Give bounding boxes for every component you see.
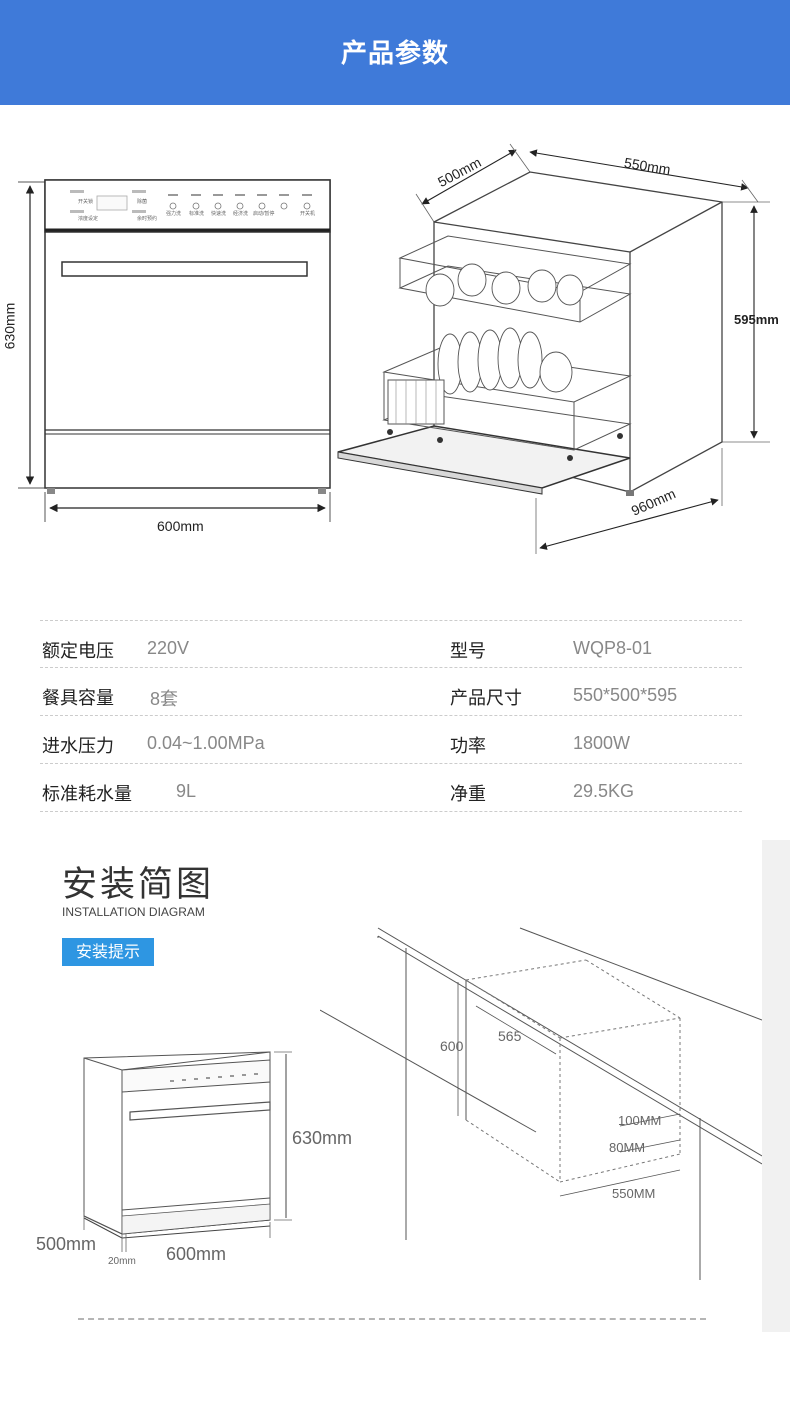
spec-value-weight: 29.5KG: [573, 781, 635, 801]
spec-label-pressure: 进水压力: [42, 736, 114, 757]
side-strip: [762, 840, 790, 1332]
panel-label-standard: 标准洗: [189, 211, 205, 217]
install-dishwasher-diagram: [83, 1051, 292, 1252]
height-right-label: 595mm: [734, 312, 779, 327]
install-gap-label: 20mm: [108, 1256, 136, 1267]
cabinet-gap-100-label: 100MM: [618, 1113, 662, 1128]
spec-table: 额定电压 220V 型号 WQP8-01 餐具容量 8套 产品尺寸 550*50…: [40, 620, 742, 812]
spec-label-model: 型号: [450, 641, 486, 662]
spec-row: 进水压力 0.04~1.00MPa 功率 1800W: [40, 716, 742, 764]
spec-value-capacity: 8套: [150, 689, 179, 709]
panel-label-quick: 快速洗: [211, 211, 227, 217]
spec-label-voltage: 额定电压: [42, 641, 114, 662]
install-depth-label: 500mm: [36, 1234, 97, 1254]
page-title: 产品参数: [340, 39, 449, 69]
panel-label-power: 开关机: [300, 211, 316, 217]
spec-label-water: 标准耗水量: [42, 784, 132, 805]
panel-label-sterilize: 除菌: [137, 199, 148, 205]
install-tip-badge: 安装提示: [62, 938, 154, 966]
label-concentration: 浓度设定: [78, 216, 99, 222]
spec-row: 餐具容量 8套 产品尺寸 550*500*595: [40, 668, 742, 716]
install-title: 安装简图: [62, 865, 215, 905]
bottom-divider: [78, 1318, 706, 1320]
spec-label-weight: 净重: [450, 784, 486, 805]
cabinet-height-label: 600: [440, 1038, 464, 1054]
panel-label-intensive: 强力洗: [166, 211, 182, 217]
front-height-label: 630mm: [1, 302, 18, 350]
spec-value-model: WQP8-01: [573, 638, 653, 658]
install-height-label: 630mm: [292, 1128, 353, 1148]
front-view-diagram: [18, 179, 331, 522]
spec-value-size: 550*500*595: [573, 685, 678, 705]
spec-value-voltage: 220V: [147, 638, 190, 658]
spec-value-power: 1800W: [573, 733, 631, 753]
header-banner: 产品参数: [0, 0, 790, 105]
spec-value-water: 9L: [176, 781, 197, 801]
spec-row: 标准耗水量 9L 净重 29.5KG: [40, 764, 742, 812]
spec-label-power: 功率: [450, 736, 486, 757]
cabinet-diagram: [320, 927, 762, 1280]
install-subtitle: INSTALLATION DIAGRAM: [62, 905, 205, 919]
cabinet-width-label: 550MM: [612, 1186, 656, 1201]
front-width-label: 600mm: [157, 518, 204, 534]
panel-label-start: 启动/暂停: [253, 211, 275, 217]
cabinet-gap-80-label: 80MM: [609, 1140, 646, 1155]
spec-label-capacity: 餐具容量: [42, 688, 114, 709]
panel-labels-row-1: 开关锁: [78, 198, 93, 205]
spec-label-size: 产品尺寸: [450, 688, 522, 709]
cabinet-depth-label: 565: [498, 1028, 522, 1044]
open-view-diagram: [337, 143, 770, 554]
spec-row: 额定电压 220V 型号 WQP8-01: [40, 620, 742, 668]
panel-label-timer: 余时预约: [137, 216, 158, 222]
label-lock: 开关锁: [78, 199, 94, 205]
install-width-label: 600mm: [166, 1244, 227, 1264]
panel-labels-row-2: 浓度设定: [78, 215, 98, 222]
spec-value-pressure: 0.04~1.00MPa: [147, 733, 265, 753]
panel-label-eco: 经济洗: [233, 211, 249, 217]
